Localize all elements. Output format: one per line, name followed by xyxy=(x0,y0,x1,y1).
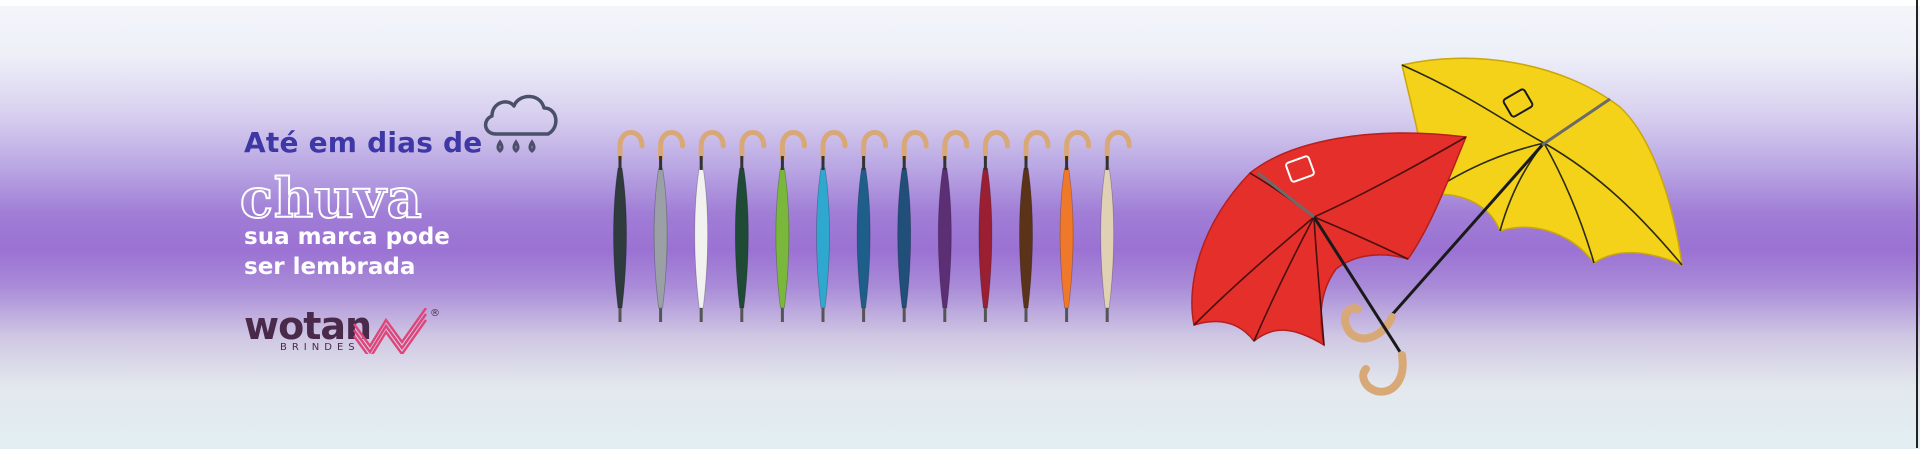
headline-line-1: Até em dias de xyxy=(244,126,483,159)
subline: sua marca pode ser lembrada xyxy=(244,222,450,282)
logo-wordmark: wotan xyxy=(244,304,372,348)
closed-umbrella xyxy=(775,130,807,322)
headline-highlight: chuva xyxy=(239,166,423,230)
wotan-swoosh-icon xyxy=(353,308,427,354)
closed-umbrella xyxy=(856,130,889,322)
right-edge-line xyxy=(1916,0,1918,448)
subline-line-2: ser lembrada xyxy=(244,254,416,280)
closed-umbrella xyxy=(613,130,645,322)
open-umbrellas xyxy=(1191,57,1683,396)
closed-umbrellas-row xyxy=(613,130,1132,322)
top-border xyxy=(0,0,1920,6)
closed-umbrella xyxy=(1059,130,1092,322)
closed-umbrella xyxy=(816,130,848,322)
closed-umbrella xyxy=(1019,130,1051,322)
subline-line-1: sua marca pode xyxy=(244,224,450,250)
closed-umbrella xyxy=(653,130,686,322)
registered-mark: ® xyxy=(430,308,440,319)
closed-umbrella xyxy=(694,130,726,322)
bottom-border xyxy=(0,449,1920,455)
closed-umbrella xyxy=(978,130,1010,322)
closed-umbrella xyxy=(734,130,767,322)
closed-umbrella xyxy=(897,130,929,322)
closed-umbrella xyxy=(1100,130,1132,322)
rain-cloud-icon xyxy=(483,94,558,153)
wotan-logo[interactable]: wotan BRINDES ® xyxy=(244,304,444,366)
closed-umbrella xyxy=(937,130,970,322)
red-umbrella xyxy=(1191,132,1468,396)
logo-tagline: BRINDES xyxy=(280,342,360,353)
